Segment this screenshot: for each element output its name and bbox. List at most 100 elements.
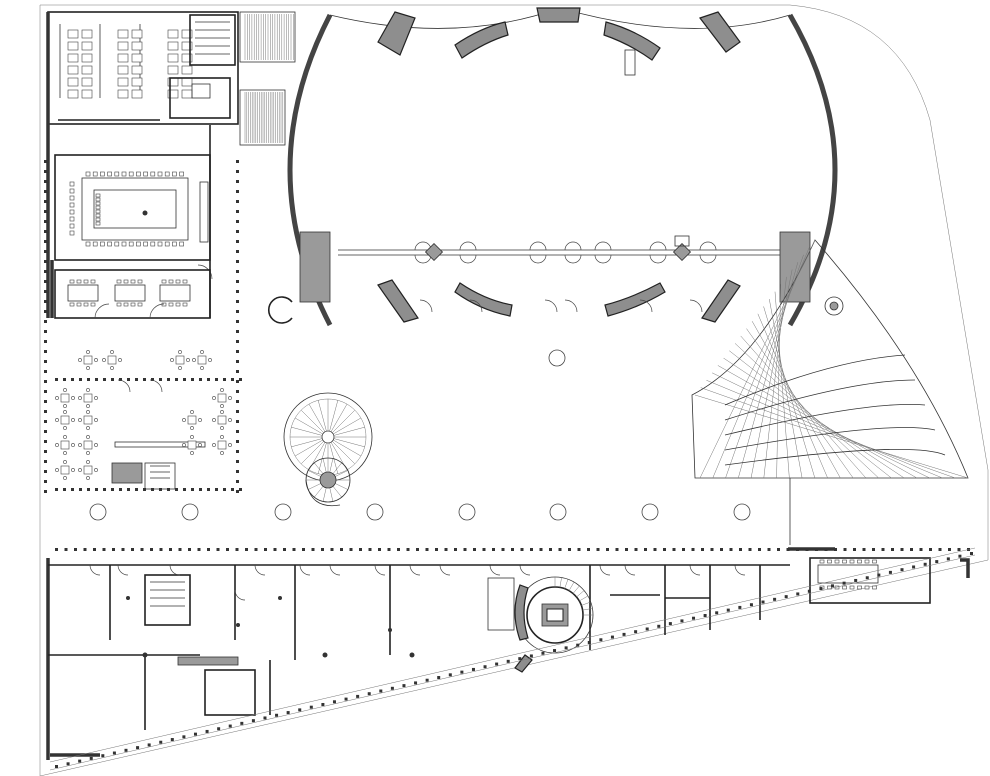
column-dot [796,592,800,596]
chair [220,388,224,392]
cafe-table [83,393,93,403]
chair [78,358,82,362]
column-dot [644,548,647,551]
column-dot [900,548,904,551]
column-dot [359,548,362,551]
chair [228,418,232,422]
door-swing [234,589,246,601]
spiral-staircase [283,392,373,507]
seating-row [740,335,867,479]
column-dot [44,230,47,233]
seating-row [774,291,790,479]
wc-cell [67,41,79,51]
chair [94,418,98,422]
column-dot [95,378,98,381]
column-dot [311,548,315,551]
column [274,503,292,521]
column-dot [236,300,239,303]
column-dot [622,632,626,636]
cafe-table [197,355,207,365]
column-dot [119,488,122,491]
column-dot [205,729,209,733]
column-dot [236,310,239,313]
chair [69,223,75,229]
chair [819,559,825,564]
stair-tread [314,486,324,498]
column-dot [159,548,163,551]
wc-cell [81,65,93,75]
chair [78,396,82,400]
column-dot [239,488,242,491]
column-dot [124,748,128,752]
column-dot [191,488,194,491]
hall-columns [89,503,751,521]
seating-row [757,313,828,479]
column-dot [127,378,130,381]
chair [110,366,114,370]
column-dot [236,370,239,373]
column-dot [236,480,239,483]
column-dot [501,548,505,551]
chair [123,302,129,307]
door-swing [649,254,667,264]
door-swing [459,241,477,251]
column-dot [236,330,239,333]
column-dot [720,548,723,551]
column-dot [378,548,381,551]
seating-aisle [724,354,906,406]
column-dot [111,488,114,491]
wc-cell [81,53,93,63]
column-dot [454,548,457,551]
column-dot [236,460,239,463]
site-boundary [39,4,989,776]
column-dot [862,548,866,551]
column-dot [83,548,87,551]
chair [157,171,163,177]
chair [78,418,82,422]
chair [107,241,112,247]
column-dot [577,548,581,551]
cafe-table [217,415,227,425]
column-dot [226,548,229,551]
chair [95,205,101,210]
chair [178,366,182,370]
column-dot [236,430,239,433]
wc-cell [167,65,179,75]
chair [164,241,170,247]
column-dot [112,751,116,755]
chair [220,404,224,408]
column-dot [44,430,47,433]
chair [198,443,202,447]
column [641,503,659,521]
column-dot [101,754,105,758]
column-dot [44,250,47,253]
column-dot [111,378,114,381]
column-dot [89,756,93,760]
column [733,503,751,521]
column-dot [236,190,239,193]
chair [55,418,59,422]
chair [86,350,90,354]
column-dot [425,678,429,682]
column-dot [834,548,837,551]
chair [69,302,75,307]
column-dot [349,548,353,551]
door-swing [639,299,653,313]
column-dot [183,488,186,491]
door-swing [649,241,667,251]
chair [95,209,101,214]
chair [86,426,90,430]
column-dot [199,488,202,491]
chair [69,202,75,208]
stair-tread [576,590,585,598]
column-dot [729,548,733,551]
column-dot [182,735,186,739]
column-dot [44,360,47,363]
column-dot [207,488,210,491]
wc-cell [181,77,193,87]
chair [220,451,224,455]
stair-tread [322,487,327,502]
chair [208,358,212,362]
column-dot [865,576,869,580]
column-dot [634,630,638,634]
